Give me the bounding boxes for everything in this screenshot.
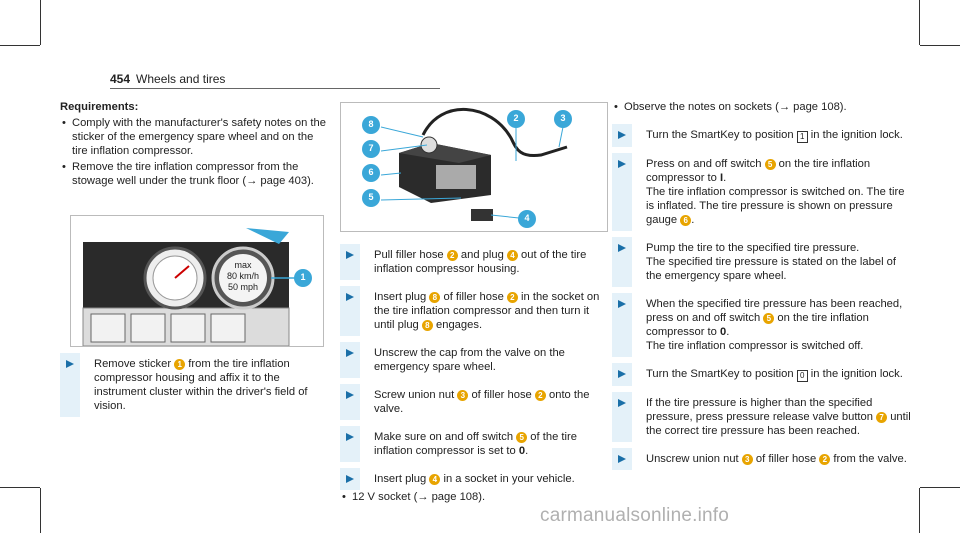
switch-position: 0 bbox=[518, 445, 526, 457]
sticker-kmh-label: 80 km/h bbox=[226, 271, 259, 281]
callout-badge: 8 bbox=[421, 320, 433, 331]
step-bar bbox=[340, 342, 360, 378]
column-3: Observe the notes on sockets (→ page 108… bbox=[612, 100, 912, 480]
requirement-item: Remove the tire inflation compressor fro… bbox=[60, 160, 328, 188]
callout-badge: 7 bbox=[876, 412, 888, 423]
crop-mark bbox=[920, 45, 960, 46]
socket-note: Observe the notes on sockets (→ page 108… bbox=[612, 100, 912, 114]
step-arrow-icon bbox=[346, 391, 354, 399]
filler-hose-figure: 8 7 6 5 2 3 4 bbox=[340, 102, 608, 232]
callout-badge: 6 bbox=[680, 215, 692, 226]
step-arrow-icon bbox=[346, 433, 354, 441]
crop-mark bbox=[919, 488, 920, 533]
step-arrow-icon bbox=[618, 160, 626, 168]
crop-mark bbox=[0, 487, 40, 488]
crop-mark bbox=[919, 0, 920, 45]
callout-badge: 2 bbox=[506, 292, 518, 303]
step-arrow-icon bbox=[618, 131, 626, 139]
step-bar bbox=[340, 384, 360, 420]
callout-badge: 8 bbox=[429, 292, 441, 303]
step-arrow-icon bbox=[346, 349, 354, 357]
instruction-step: Unscrew the cap from the valve on the em… bbox=[340, 342, 606, 378]
step-arrow-icon bbox=[618, 399, 626, 407]
callout-badge: 2 bbox=[819, 454, 831, 465]
callout-8: 8 bbox=[368, 119, 374, 129]
step-arrow-icon bbox=[618, 244, 626, 252]
instruction-step: Turn the SmartKey to position 1 in the i… bbox=[612, 124, 912, 147]
instruction-step: Press on and off switch 5 on the tire in… bbox=[612, 153, 912, 231]
instruction-step: Turn the SmartKey to position 0 in the i… bbox=[612, 363, 912, 386]
sticker-mph-label: 50 mph bbox=[227, 282, 259, 292]
socket-note: 12 V socket (→ page 108). bbox=[340, 490, 606, 504]
compressor-gauge-figure: max 80 km/h 50 mph 1 bbox=[70, 215, 324, 347]
callout-1: 1 bbox=[300, 272, 306, 282]
callout-2: 2 bbox=[513, 113, 519, 123]
crop-mark bbox=[0, 45, 40, 46]
callout-badge: 5 bbox=[763, 313, 775, 324]
key-position-icon: 1 bbox=[796, 131, 808, 143]
step-bar bbox=[612, 293, 632, 357]
instruction-step: Screw union nut 3 of filler hose 2 onto … bbox=[340, 384, 606, 420]
header-rule bbox=[110, 88, 440, 89]
callout-6: 6 bbox=[368, 167, 374, 177]
callout-4: 4 bbox=[524, 213, 530, 223]
instruction-step: Unscrew union nut 3 of filler hose 2 fro… bbox=[612, 448, 912, 470]
step-arrow-icon bbox=[346, 251, 354, 259]
callout-badge: 2 bbox=[446, 250, 458, 261]
instruction-step: Pull filler hose 2 and plug 4 out of the… bbox=[340, 244, 606, 280]
instruction-step: Pump the tire to the specified tire pres… bbox=[612, 237, 912, 287]
step-bar bbox=[60, 353, 80, 417]
step-arrow-icon bbox=[618, 455, 626, 463]
watermark: carmanualsonline.info bbox=[540, 505, 730, 526]
step-arrow-icon bbox=[618, 300, 626, 308]
instruction-step: Remove sticker 1 from the tire inflation… bbox=[60, 353, 328, 417]
callout-badge: 2 bbox=[534, 390, 546, 401]
instruction-step: When the specified tire pressure has bee… bbox=[612, 293, 912, 357]
crop-mark bbox=[40, 488, 41, 533]
callout-5: 5 bbox=[368, 192, 374, 202]
callout-7: 7 bbox=[368, 143, 374, 153]
crop-mark bbox=[920, 487, 960, 488]
step-arrow-icon bbox=[346, 293, 354, 301]
requirements-title: Requirements: bbox=[60, 101, 139, 113]
callout-badge: 3 bbox=[457, 390, 469, 401]
instruction-step: If the tire pressure is higher than the … bbox=[612, 392, 912, 442]
step-bar bbox=[340, 426, 360, 462]
compressor-hose-illustration bbox=[362, 108, 572, 228]
column-2: Pull filler hose 2 and plug 4 out of the… bbox=[340, 244, 606, 506]
section-title: Wheels and tires bbox=[136, 72, 226, 86]
switch-position: 0 bbox=[720, 326, 727, 338]
crop-mark bbox=[40, 0, 41, 45]
callout-badge: 4 bbox=[506, 250, 518, 261]
instruction-step: Make sure on and off switch 5 of the tir… bbox=[340, 426, 606, 462]
requirement-item: Comply with the manufacturer's safety no… bbox=[60, 116, 328, 158]
callout-badge: 5 bbox=[516, 432, 528, 443]
instruction-step: Insert plug 8 of filler hose 2 in the so… bbox=[340, 286, 606, 336]
step-bar bbox=[340, 244, 360, 280]
page-header: 454 Wheels and tires bbox=[110, 72, 225, 86]
key-position-icon: 0 bbox=[796, 370, 808, 382]
sticker-max-label: max bbox=[234, 260, 252, 270]
step-arrow-icon bbox=[66, 360, 74, 368]
step-arrow-icon bbox=[346, 475, 354, 483]
callout-badge: 1 bbox=[174, 359, 186, 370]
callout-3: 3 bbox=[560, 113, 566, 123]
step-arrow-icon bbox=[618, 370, 626, 378]
page-number: 454 bbox=[110, 72, 131, 86]
step-bar bbox=[340, 286, 360, 336]
compressor-illustration bbox=[82, 228, 312, 347]
column-1-steps: Remove sticker 1 from the tire inflation… bbox=[60, 353, 328, 427]
step-bar bbox=[612, 237, 632, 287]
instruction-step: Insert plug 4 in a socket in your vehicl… bbox=[340, 468, 606, 490]
step-bar bbox=[612, 153, 632, 231]
callout-badge: 4 bbox=[429, 474, 441, 485]
callout-badge: 3 bbox=[741, 454, 753, 465]
switch-position: I bbox=[720, 172, 724, 184]
column-1: Requirements: Comply with the manufactur… bbox=[60, 100, 328, 190]
callout-badge: 5 bbox=[764, 159, 776, 170]
step-bar bbox=[612, 392, 632, 442]
